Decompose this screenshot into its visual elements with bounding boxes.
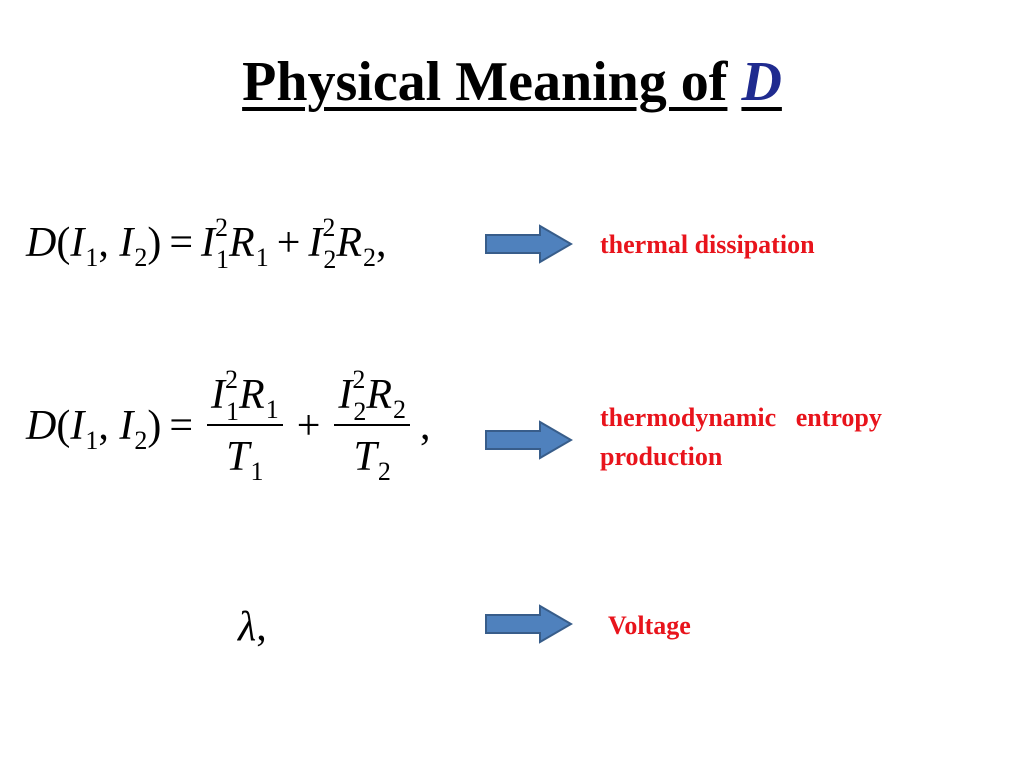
eq2-f1-I: I [211, 372, 226, 418]
equation-lambda: λ, [238, 606, 267, 648]
eq2-paren-close: ) [147, 403, 162, 449]
label-voltage: Voltage [608, 611, 691, 640]
eq2-end-comma: , [420, 403, 431, 449]
fraction-2-denominator: T2 [334, 426, 410, 485]
eq2-D: D [26, 403, 57, 449]
eq2-f2-T-sub: 2 [377, 457, 391, 486]
eq1-equals: = [169, 220, 194, 266]
eq2-f1-T-sub: 1 [250, 457, 264, 486]
eq1-paren-open: ( [56, 220, 71, 266]
eq2-f2-R-sub: 2 [393, 395, 407, 424]
eq2-f2-T: T [353, 434, 377, 480]
eq2-f2-R: R [366, 372, 393, 418]
eq1-t1-sub: 1 [216, 245, 230, 274]
title-symbol: D [741, 51, 782, 113]
label-thermal-dissipation: thermal dissipation [600, 230, 815, 259]
eq2-f2-I: I [338, 372, 353, 418]
eq1-t1-R-sub: 1 [255, 243, 269, 272]
slide-title: Physical Meaning of D [0, 50, 1024, 114]
eq2-f1-sup: 2 [225, 365, 239, 394]
eq2-f1-R-sub: 1 [265, 395, 279, 424]
eq2-plus: + [296, 403, 321, 449]
arrow-right-icon [485, 420, 573, 460]
eq1-t1-I: I [201, 220, 216, 266]
eq2-equals: = [169, 403, 194, 449]
eq1-plus: + [276, 220, 301, 266]
eq1-t2-sub: 2 [323, 245, 337, 274]
eq1-t2-R: R [336, 220, 363, 266]
title-text: Physical Meaning of [242, 51, 728, 113]
lambda-symbol: λ [238, 604, 257, 650]
label-entropy-production: thermodynamic entropy production [600, 398, 980, 476]
eq1-t1-sup: 2 [215, 213, 229, 242]
arrow-right-icon [485, 224, 573, 264]
eq1-I1-sub: 1 [85, 243, 99, 272]
fraction-1-denominator: T1 [207, 426, 283, 485]
eq2-I1-sub: 1 [85, 426, 99, 455]
eq3-end-comma: , [256, 604, 267, 650]
eq1-end-comma: , [376, 220, 387, 266]
label-entropy-line2: production [600, 442, 723, 471]
eq1-t2-R-sub: 2 [363, 243, 377, 272]
eq1-paren-close: ) [147, 220, 162, 266]
eq2-f1-sub: 1 [226, 397, 240, 426]
eq2-f1-T: T [226, 434, 250, 480]
eq1-t1-R: R [229, 220, 255, 266]
label-entropy-line1: thermodynamic entropy [600, 403, 882, 432]
eq2-I1: I [70, 403, 85, 449]
arrow-right-icon [485, 604, 573, 644]
eq2-f2-sup: 2 [352, 365, 366, 394]
eq2-comma: , [98, 403, 109, 449]
eq1-I2: I [119, 220, 134, 266]
eq1-comma: , [98, 220, 109, 266]
eq1-t2-I: I [308, 220, 323, 266]
eq2-paren-open: ( [56, 403, 71, 449]
eq1-I1: I [70, 220, 85, 266]
eq1-D: D [26, 220, 57, 266]
eq1-t2-sup: 2 [322, 213, 336, 242]
eq2-I2: I [119, 403, 134, 449]
eq1-I2-sub: 2 [134, 243, 148, 272]
eq2-f1-R: R [239, 372, 265, 418]
eq2-f2-sub: 2 [353, 397, 367, 426]
eq2-I2-sub: 2 [134, 426, 148, 455]
